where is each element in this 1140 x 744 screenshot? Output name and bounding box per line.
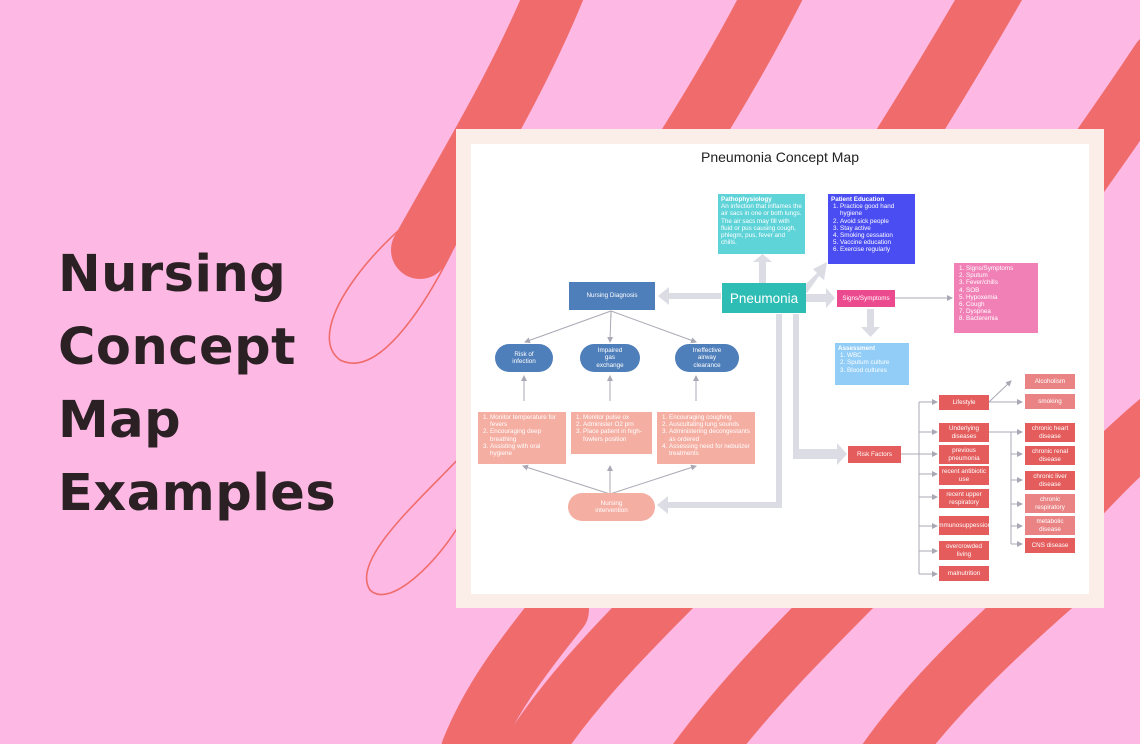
connectors (521, 254, 1023, 577)
list-item: Monitor temperature for fevers (490, 414, 563, 428)
risk-factors-node: Risk Factors (848, 446, 901, 463)
list-item: Assessing need for nebulizer treatments (669, 443, 752, 457)
headline: Nursing Concept Map Examples (58, 238, 418, 530)
concept-map-canvas: Pneumonia Concept Map (471, 144, 1089, 594)
list-item: Encouraging deep breathing (490, 428, 563, 442)
pathophysiology-title: Pathophysiology (721, 196, 772, 203)
list-item: Avoid sick people (840, 218, 912, 225)
diagnosis-impaired-gas-exchange: Impaired gas exchange (580, 344, 640, 372)
risk-factor-previous-pneumonia: previous pneumonia (939, 445, 989, 464)
nursing-diagnosis-node: Nursing Diagnosis (569, 282, 655, 310)
list-item: Auscultating lung sounds (669, 421, 752, 428)
nursing-intervention-node: Nursing intervention (568, 493, 655, 521)
disease-chronic-liver: chronic liver disease (1025, 471, 1075, 490)
intervention-list-2: Monitor pulse ox Administer O2 prn Place… (571, 412, 652, 454)
list-item: Assisting with oral hygiene (490, 443, 563, 457)
intervention-list-1: Monitor temperature for fevers Encouragi… (478, 412, 566, 464)
disease-metabolic: metabolic disease (1025, 516, 1075, 535)
intervention-list-3: Encouraging coughing Auscultating lung s… (657, 412, 755, 464)
list-item: Signs/Symptoms (966, 265, 1035, 272)
patient-education-title: Patient Education (831, 196, 885, 203)
list-item: Hypoxemia (966, 294, 1035, 301)
disease-chronic-heart: chronic heart disease (1025, 423, 1075, 442)
patient-education-box: Patient Education Practice good hand hyg… (828, 194, 915, 264)
patient-education-list: Practice good hand hygiene Avoid sick pe… (831, 203, 912, 253)
disease-chronic-respiratory: chronic respiratory (1025, 494, 1075, 513)
list-item: Smoking cessation (840, 232, 912, 239)
list-item: Encouraging coughing (669, 414, 752, 421)
list-item: Administer O2 prn (583, 421, 649, 428)
list-item: Vaccine education (840, 239, 912, 246)
list-item: WBC (847, 352, 906, 359)
list-item: Practice good hand hygiene (840, 203, 912, 217)
lifestyle-alcoholism: Alcoholism (1025, 374, 1075, 389)
list-item: Fever/chills (966, 279, 1035, 286)
lifestyle-smoking: smoking (1025, 394, 1075, 409)
risk-factor-recent-antibiotic-use: recent antibiotic use (939, 466, 989, 485)
diagnosis-ineffective-airway-clearance: Ineffective airway clearance (675, 344, 739, 372)
list-item: Sputum (966, 272, 1035, 279)
risk-factor-underlying-diseases: Underlying diseases (939, 423, 989, 442)
pneumonia-center-node: Pneumonia (722, 283, 806, 313)
list-item: Cough (966, 301, 1035, 308)
list-item: Administering decongestants as ordered (669, 428, 752, 442)
disease-chronic-renal: chronic renal disease (1025, 446, 1075, 465)
diagram-title: Pneumonia Concept Map (701, 149, 859, 165)
risk-factor-lifestyle: Lifestyle (939, 395, 989, 410)
diagnosis-risk-of-infection: Risk of infection (495, 344, 553, 372)
risk-factor-immunosuppession: immunosuppession (939, 516, 989, 535)
headline-line: Examples (58, 464, 337, 523)
list-item: Place patient in high-fowlers position (583, 428, 649, 442)
list-item: Bacteremia (966, 315, 1035, 322)
signs-symptoms-list: Signs/Symptoms Sputum Fever/chills SOB H… (954, 263, 1038, 333)
list-item: SOB (966, 287, 1035, 294)
risk-factor-recent-upper-respiratory: recent upper respiratory (939, 489, 989, 508)
assessment-box: Assessment WBC Sputum culture Blood cult… (835, 343, 909, 385)
headline-line: Map (58, 391, 182, 450)
list-item: Blood cultures (847, 367, 906, 374)
risk-factor-malnutrition: malnutrition (939, 566, 989, 581)
list-item: Exercise regularly (840, 246, 912, 253)
list-item: Stay active (840, 225, 912, 232)
list-item: Sputum culture (847, 359, 906, 366)
list-item: Monitor pulse ox (583, 414, 649, 421)
headline-line: Concept (58, 318, 296, 377)
signs-symptoms-node: Signs/Symptoms (837, 290, 895, 307)
list-item: Dyspnea (966, 308, 1035, 315)
risk-factor-overcrowded-living: overcrowded living (939, 541, 989, 560)
disease-cns: CNS disease (1025, 538, 1075, 553)
headline-line: Nursing (58, 245, 287, 304)
pathophysiology-box: Pathophysiology An infection that inflam… (718, 194, 805, 254)
pathophysiology-text: An infection that inflames the air sacs … (721, 203, 802, 247)
assessment-title: Assessment (838, 345, 876, 352)
